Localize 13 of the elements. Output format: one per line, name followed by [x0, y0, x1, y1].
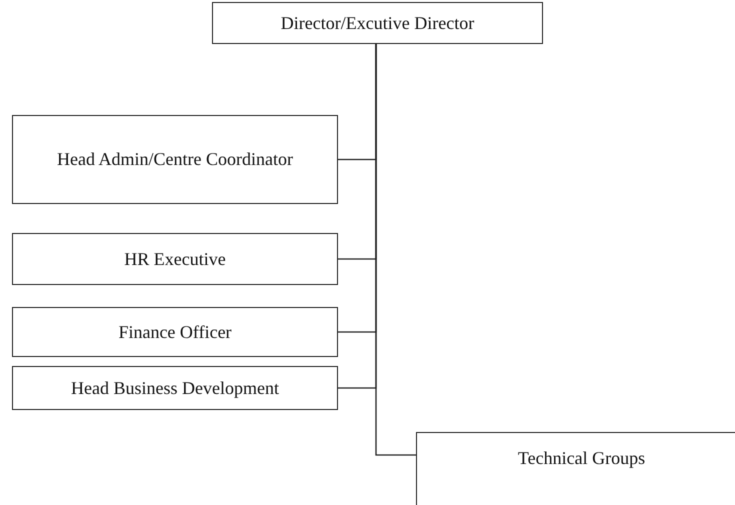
org-box: [12, 233, 338, 285]
connector-line: [375, 44, 416, 456]
box-label: Head Admin/Centre Coordinator: [56, 148, 294, 171]
org-box: [212, 2, 543, 44]
box-label: Head Business Development: [70, 376, 280, 400]
org-box: [12, 307, 338, 357]
box-label: Technical Groups: [516, 447, 646, 470]
box-label: Director/Excutive Director: [280, 12, 476, 34]
org-box: [12, 115, 338, 204]
org-box: [12, 366, 338, 410]
org-box: [416, 432, 735, 505]
box-label: Finance Officer: [117, 320, 233, 344]
box-label: HR Executive: [123, 248, 227, 270]
